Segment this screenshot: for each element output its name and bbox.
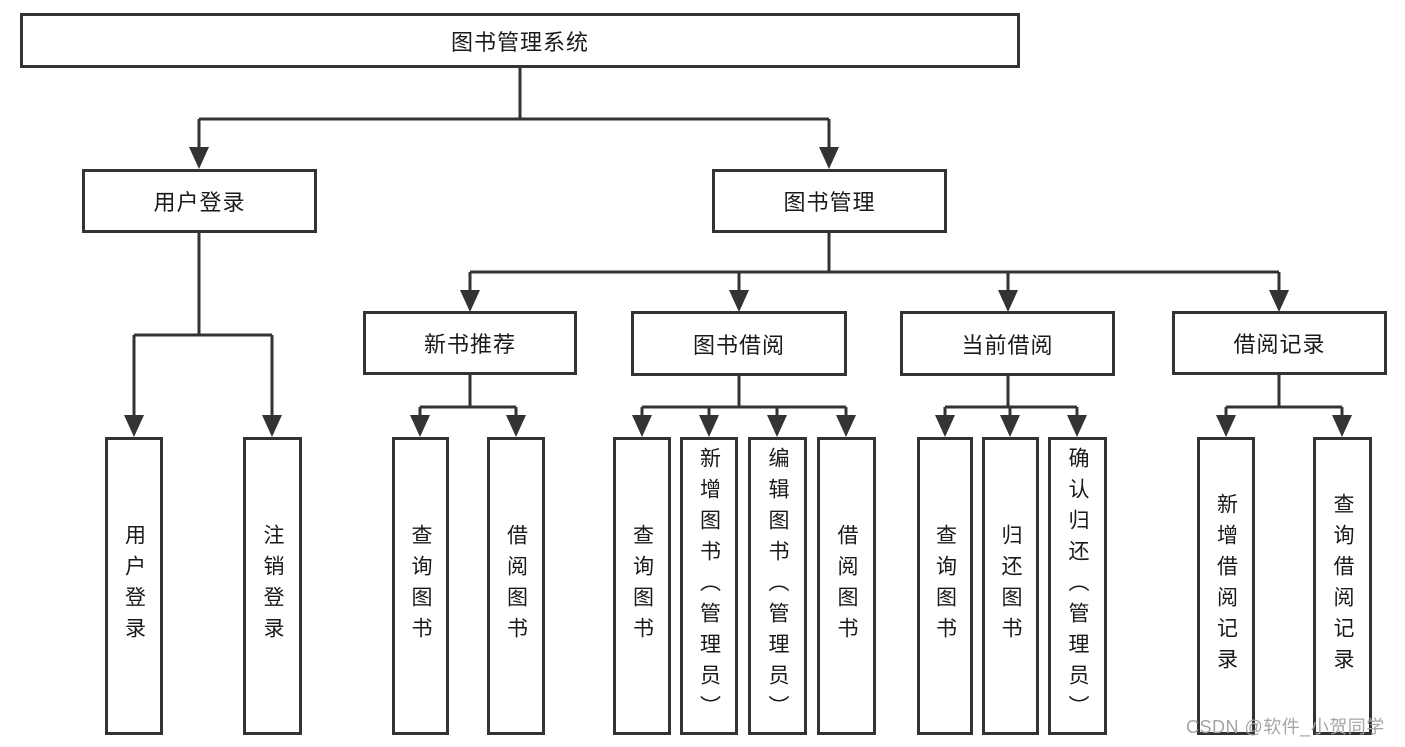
leaf-return-books-label: 归还图书 <box>999 524 1023 648</box>
connector-root-to-level2 <box>189 68 839 169</box>
leaf-query-borrow-record-label: 查询借阅记录 <box>1331 493 1355 679</box>
leaf-edit-books-admin: 编辑图书（管理员） <box>748 437 807 735</box>
leaf-query-borrow-record: 查询借阅记录 <box>1313 437 1372 735</box>
csdn-watermark: CSDN @软件_小贺同学 <box>1186 717 1385 737</box>
connector-book-borrow-to-leaves <box>632 376 856 437</box>
connector-new-book-to-leaves <box>410 375 526 437</box>
leaf-borrow-books-recommend-label: 借阅图书 <box>504 524 528 648</box>
leaf-borrow-books: 借阅图书 <box>817 437 876 735</box>
node-book-management: 图书管理 <box>712 169 947 233</box>
leaf-query-books-current: 查询图书 <box>917 437 973 735</box>
node-new-book-recommend-label: 新书推荐 <box>423 332 516 357</box>
leaf-borrow-books-recommend: 借阅图书 <box>487 437 545 735</box>
leaf-add-books-admin-label: 新增图书（管理员） <box>697 446 721 726</box>
leaf-query-books-borrow: 查询图书 <box>613 437 671 735</box>
node-book-management-label: 图书管理 <box>783 190 876 215</box>
leaf-query-books-current-label: 查询图书 <box>933 524 957 648</box>
leaf-edit-books-admin-label: 编辑图书（管理员） <box>766 446 790 726</box>
leaf-add-books-admin: 新增图书（管理员） <box>680 437 738 735</box>
connector-current-borrow-to-leaves <box>935 376 1087 437</box>
node-new-book-recommend: 新书推荐 <box>363 311 577 375</box>
leaf-confirm-return-admin: 确认归还（管理员） <box>1048 437 1107 735</box>
leaf-add-borrow-record-label: 新增借阅记录 <box>1214 493 1238 679</box>
leaf-return-books: 归还图书 <box>982 437 1039 735</box>
node-current-borrow: 当前借阅 <box>900 311 1115 376</box>
leaf-query-books-recommend-label: 查询图书 <box>409 524 433 648</box>
node-user-login-label: 用户登录 <box>153 190 246 215</box>
connector-user-login-to-leaves <box>124 233 282 437</box>
node-user-login: 用户登录 <box>82 169 317 233</box>
leaf-borrow-books-label: 借阅图书 <box>835 524 859 648</box>
node-book-borrow-label: 图书借阅 <box>692 332 785 358</box>
leaf-logout-label: 注销登录 <box>261 524 285 648</box>
leaf-user-login-label: 用户登录 <box>122 524 146 648</box>
leaf-query-books-borrow-label: 查询图书 <box>630 524 654 648</box>
connector-borrow-records-to-leaves <box>1216 375 1352 437</box>
node-borrow-records-label: 借阅记录 <box>1233 332 1326 357</box>
node-borrow-records: 借阅记录 <box>1172 311 1387 375</box>
leaf-user-login: 用户登录 <box>105 437 163 735</box>
leaf-query-books-recommend: 查询图书 <box>392 437 449 735</box>
node-book-borrow: 图书借阅 <box>631 311 847 376</box>
connector-book-management-to-level3 <box>460 233 1289 312</box>
leaf-confirm-return-admin-label: 确认归还（管理员） <box>1066 446 1090 726</box>
node-root-label: 图书管理系统 <box>450 29 589 55</box>
node-root-system: 图书管理系统 <box>20 13 1020 68</box>
leaf-add-borrow-record: 新增借阅记录 <box>1197 437 1255 735</box>
leaf-logout: 注销登录 <box>243 437 302 735</box>
node-current-borrow-label: 当前借阅 <box>961 332 1054 358</box>
